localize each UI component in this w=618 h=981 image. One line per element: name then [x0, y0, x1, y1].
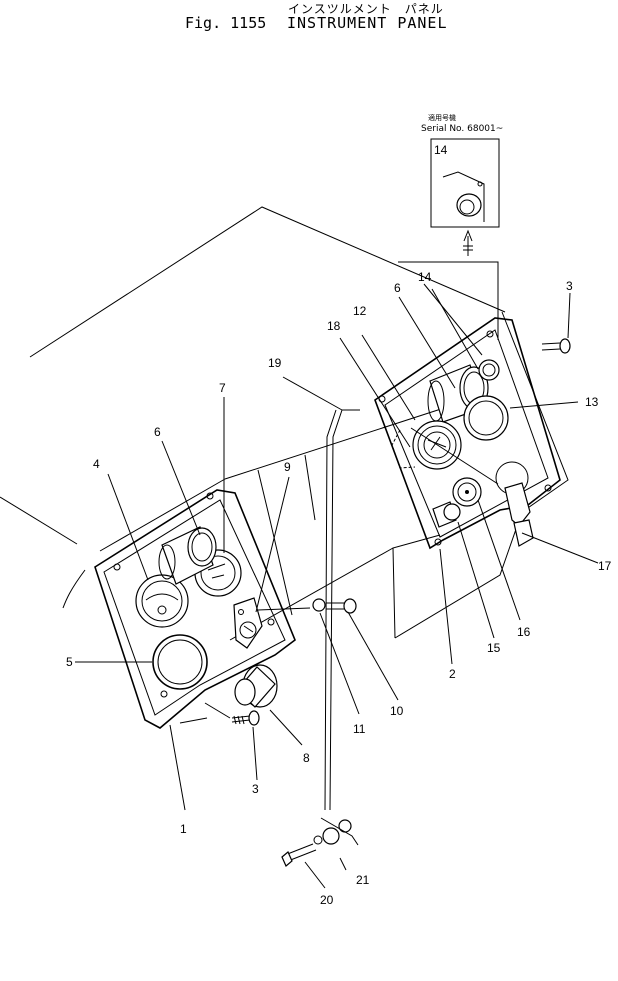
callout-13: 13 — [585, 395, 599, 409]
connector-20-21 — [281, 817, 359, 867]
callout-11: 11 — [353, 722, 366, 736]
figure-title-japanese: インスツルメント パネル — [288, 2, 444, 16]
callout-4: 4 — [93, 457, 100, 471]
callout-10: 10 — [390, 704, 404, 718]
gauge-13 — [463, 395, 509, 441]
screw-3-lower — [179, 702, 260, 726]
switch-9 — [233, 597, 263, 649]
figure-number: Fig. 1155 — [185, 14, 267, 32]
callout-16: 16 — [517, 625, 531, 639]
cylinder-meter-6-left — [158, 526, 217, 585]
callout-9: 9 — [284, 460, 291, 474]
lamp-14 — [478, 359, 500, 381]
callout-6-left: 6 — [154, 425, 161, 439]
lamp-8 — [234, 664, 278, 708]
inset-box — [398, 138, 500, 340]
starter-switch-15 — [432, 501, 461, 528]
callout-12: 12 — [353, 304, 367, 318]
callout-3-upper: 3 — [566, 279, 573, 293]
serial-number-label: Serial No. 68001~ — [421, 124, 504, 134]
callout-17: 17 — [598, 559, 612, 573]
callout-19: 19 — [268, 356, 282, 370]
serial-label-japanese: 適用号機 — [428, 114, 456, 122]
callout-6-right: 6 — [394, 281, 401, 295]
key-switch-16 — [452, 477, 482, 507]
callout-20: 20 — [320, 893, 334, 907]
callout-15: 15 — [487, 641, 501, 655]
callout-3-lower: 3 — [252, 782, 259, 796]
cable-19 — [324, 409, 360, 811]
callout-14-inset: 14 — [434, 143, 448, 157]
callout-7: 7 — [219, 381, 226, 395]
callouts: 1 2 3 3 4 5 6 6 7 8 9 10 11 12 13 14 14 … — [66, 143, 612, 907]
callout-1: 1 — [180, 822, 187, 836]
callout-14: 14 — [418, 270, 432, 284]
callout-18: 18 — [327, 319, 341, 333]
leader-lines — [75, 283, 599, 889]
screw-3-upper — [541, 338, 571, 354]
callout-2: 2 — [449, 667, 456, 681]
gauge-4 — [135, 574, 189, 628]
callout-8: 8 — [303, 751, 310, 765]
right-panel-plate — [374, 317, 561, 550]
callout-21: 21 — [356, 873, 370, 887]
key-17 — [495, 461, 534, 547]
figure-title: INSTRUMENT PANEL — [287, 14, 448, 32]
fasteners-10-11 — [312, 598, 357, 614]
lamp-5 — [152, 634, 208, 690]
callout-5: 5 — [66, 655, 73, 669]
left-panel-plate — [94, 489, 296, 729]
